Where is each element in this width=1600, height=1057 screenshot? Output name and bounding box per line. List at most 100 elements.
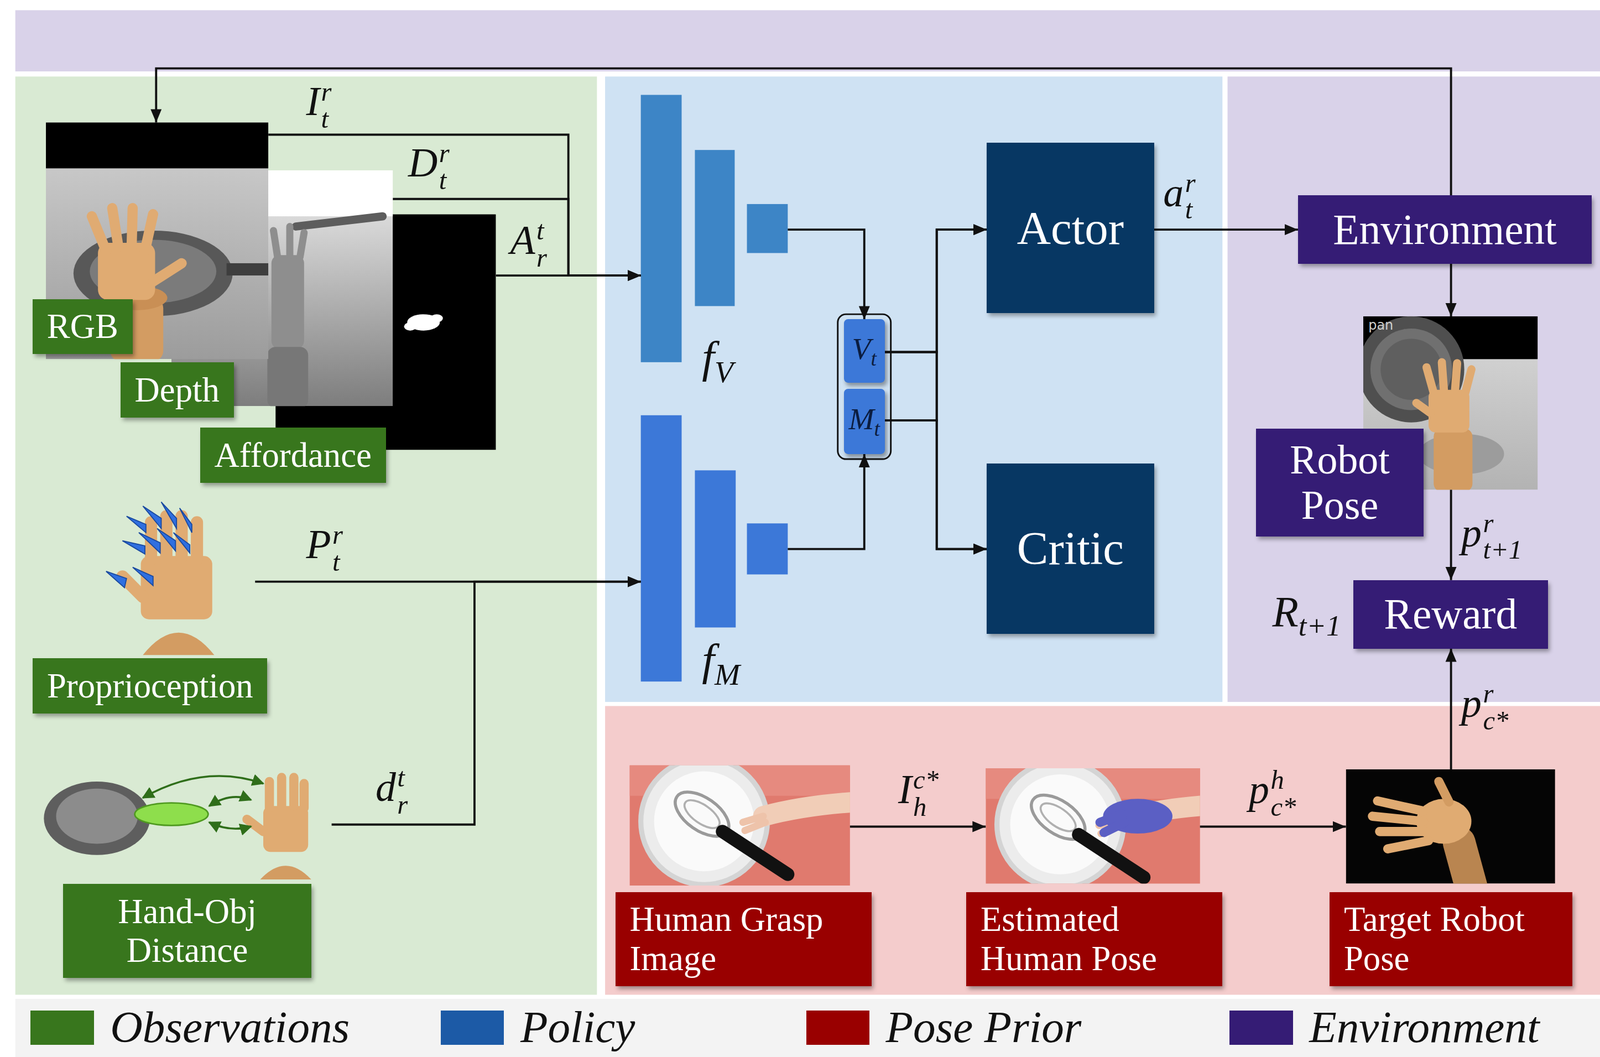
math-scripts: c*h: [913, 766, 939, 821]
feature-name: Vt: [852, 331, 877, 370]
legend-text: Observations: [110, 1002, 350, 1052]
environment-region: [1227, 76, 1600, 702]
math-scripts: tr: [321, 78, 332, 133]
connector: [331, 581, 641, 825]
distance-frame: Hand-Obj Distance: [42, 770, 332, 881]
subscript: t: [874, 417, 880, 441]
box-title: Reward: [1383, 590, 1518, 639]
connector: [1450, 490, 1453, 581]
edge-label-holder: Itr: [306, 78, 332, 133]
superscript: r: [439, 139, 450, 168]
superscript: r: [1482, 680, 1509, 708]
signal-label: Itr: [306, 78, 332, 133]
math-scripts: tr: [332, 521, 343, 576]
estimated-pose-frame: Estimated Human Pose: [985, 768, 1200, 884]
subscript: t+1: [1298, 609, 1342, 642]
observation-label: RGB: [32, 299, 133, 355]
rgb-image: [45, 122, 269, 359]
math-base: f: [701, 332, 715, 383]
math-base: R: [1272, 587, 1299, 636]
signal-label: pc*r: [1461, 680, 1509, 734]
signal-label: Atr: [510, 217, 547, 271]
prior-label: Estimated Human Pose: [966, 892, 1223, 987]
prior-label: Target Robot Pose: [1329, 892, 1573, 987]
box-title: Environment: [1332, 205, 1557, 254]
subscript: t: [332, 548, 343, 576]
math-base: A: [510, 217, 536, 263]
subscript: t+1: [1482, 536, 1523, 564]
object-tag: pan: [1368, 318, 1394, 332]
signal-label: dtr: [375, 764, 408, 818]
prior-label: Human Grasp Image: [615, 892, 872, 987]
superscript: c*: [913, 766, 939, 794]
affordance-image-frame: Affordance: [275, 214, 497, 450]
subscript: t: [321, 105, 332, 133]
math-base: d: [375, 764, 396, 810]
edge-label-holder: Ptr: [306, 521, 343, 576]
superscript: t: [536, 217, 547, 245]
superscript: h: [1270, 766, 1296, 794]
observations-region: [15, 76, 598, 995]
math-base: P: [306, 521, 332, 567]
math-base: V: [852, 331, 872, 366]
label-holder: Rt+1: [1272, 590, 1341, 641]
math-scripts: tr: [439, 139, 450, 194]
signal-label: pt+1r: [1461, 509, 1523, 564]
estimated-pose-photo: [985, 768, 1200, 884]
reward-symbol: Rt+1: [1272, 590, 1341, 641]
vision-encoder: [640, 95, 789, 363]
encoder-name: fM: [701, 634, 740, 692]
math-scripts: tr: [536, 217, 547, 271]
subscript: t: [1185, 196, 1196, 224]
math-scripts: tr: [397, 764, 408, 818]
legend-swatch: [1229, 1010, 1293, 1046]
legend-item: Pose Prior: [806, 1001, 1082, 1055]
math-base: f: [701, 634, 715, 685]
edge-label-holder: Ic*h: [898, 766, 939, 821]
human-grasp-photo: [629, 764, 851, 886]
edge-label-holder: pc*r: [1461, 680, 1509, 734]
legend-swatch: [440, 1010, 504, 1046]
signal-label: atr: [1163, 169, 1196, 224]
proprioception-frame: Proprioception: [107, 515, 256, 654]
signal-label: Dtr: [408, 139, 450, 194]
math-scripts: c*r: [1482, 680, 1509, 734]
subscript: t: [439, 167, 450, 195]
motion-encoder: [640, 415, 789, 682]
reward-box: Reward: [1353, 580, 1549, 649]
encoder-name: fV: [701, 332, 733, 389]
subscript: M: [714, 657, 740, 691]
math-base: M: [848, 402, 874, 436]
observation-label: Proprioception: [32, 658, 268, 714]
box-title: Critic: [1017, 522, 1124, 575]
connector: [850, 825, 986, 828]
observation-label: Affordance: [200, 427, 387, 483]
connector: [787, 229, 864, 320]
math-base: I: [898, 766, 912, 812]
critic-box: Critic: [986, 463, 1155, 634]
legend-swatch: [806, 1010, 870, 1046]
math-base: I: [306, 78, 321, 124]
subscript: r: [536, 244, 547, 272]
connector: [787, 454, 864, 550]
math-base: p: [1248, 766, 1270, 812]
connector: [1200, 825, 1347, 828]
rgb-image-frame: RGB: [45, 122, 269, 359]
subscript: t: [870, 346, 877, 370]
feature-container: [837, 314, 891, 460]
policy-region: [605, 76, 1223, 702]
robot-pose-image: [1363, 316, 1538, 491]
connector: [884, 229, 988, 421]
legend-swatch: [30, 1010, 94, 1046]
actor-box: Actor: [986, 142, 1155, 314]
math-base: a: [1163, 169, 1184, 215]
connector: [155, 68, 1451, 196]
legend-text: Pose Prior: [885, 1002, 1082, 1052]
signal-label: Ic*h: [898, 766, 939, 821]
feature-box: Mt: [843, 388, 885, 455]
feature-name: Mt: [848, 402, 880, 441]
target-robot-render: [1346, 769, 1556, 884]
motion-encoder: fM: [640, 415, 789, 682]
